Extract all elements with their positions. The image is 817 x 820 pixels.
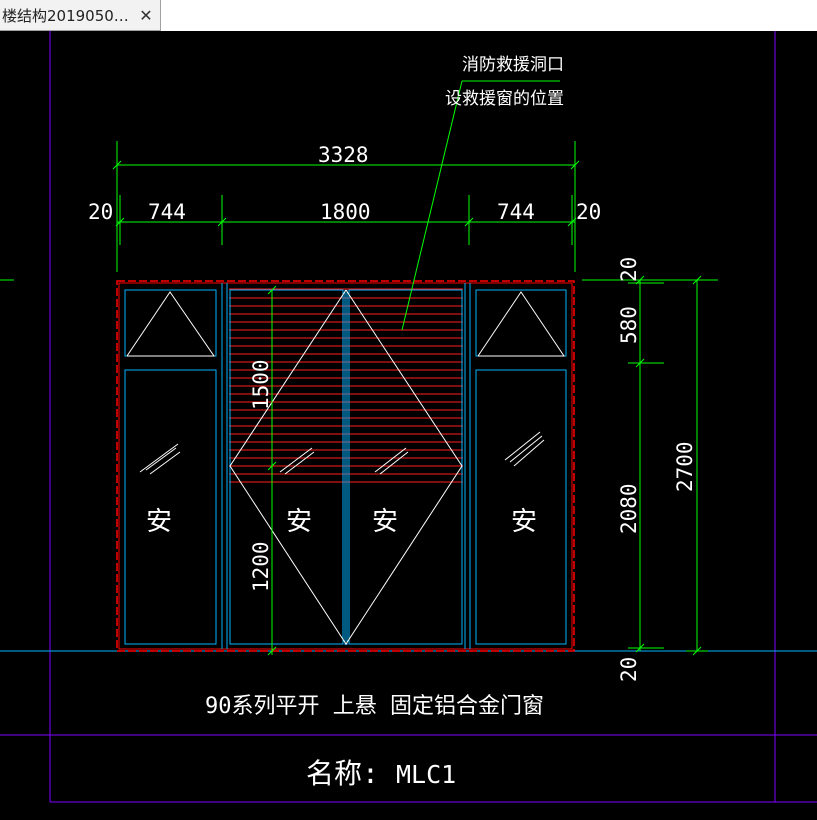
name-value: MLC1 [396, 760, 456, 789]
window-type-caption: 90系列平开 上悬 固定铝合金门窗 [205, 694, 544, 719]
dim-overall-width: 3328 [318, 143, 369, 167]
panel-label-right: 安 [511, 507, 537, 537]
window-outer-frame [116, 280, 575, 652]
center-left-pane [229, 289, 344, 645]
rescue-hatch [229, 288, 463, 483]
panel-label-center-right: 安 [372, 507, 398, 537]
horizontal-dimension-lines [112, 141, 580, 272]
glass-panes [124, 289, 567, 645]
left-door-pane [124, 369, 217, 645]
document-tab[interactable]: 楼结构2019050… ✕ [0, 0, 161, 31]
left-top-hung-triangle [126, 291, 215, 357]
dim-v-transom: 580 [617, 306, 641, 344]
annotation-line-1: 消防救援洞口 [462, 55, 564, 75]
document-tab-title: 楼结构2019050… [2, 6, 129, 25]
panel-label-left: 安 [146, 507, 172, 537]
dim-center-panel: 1800 [320, 200, 371, 224]
center-casement-diamond [229, 289, 463, 645]
tab-strip [161, 0, 817, 31]
dim-left-panel: 744 [148, 200, 186, 224]
opening-indicators [126, 289, 565, 645]
center-right-pane [348, 289, 463, 645]
dim-v-door: 2080 [617, 483, 641, 534]
dim-center-upper: 1500 [249, 359, 273, 410]
left-transom-pane [124, 289, 217, 357]
dim-center-lower: 1200 [249, 541, 273, 592]
dim-v-bottom-margin: 20 [617, 657, 641, 682]
annotation-line-2: 设救援窗的位置 [445, 89, 564, 109]
panel-label-center-left: 安 [286, 507, 312, 537]
dim-right-margin: 20 [576, 200, 601, 224]
right-transom-pane [475, 289, 567, 357]
close-icon[interactable]: ✕ [139, 5, 153, 25]
dim-v-top-margin: 20 [617, 257, 641, 282]
dim-v-overall: 2700 [673, 441, 697, 492]
dim-right-panel: 744 [497, 200, 535, 224]
dim-left-margin: 20 [88, 200, 113, 224]
right-top-hung-triangle [477, 291, 565, 357]
annotation-leader [401, 80, 560, 331]
right-door-pane [475, 369, 567, 645]
mullions [221, 283, 471, 649]
name-label: 名称: [306, 757, 379, 790]
window-inner-frame [118, 282, 573, 650]
drawing-frame-lines [0, 31, 817, 803]
vertical-dimension-lines [267, 275, 718, 656]
